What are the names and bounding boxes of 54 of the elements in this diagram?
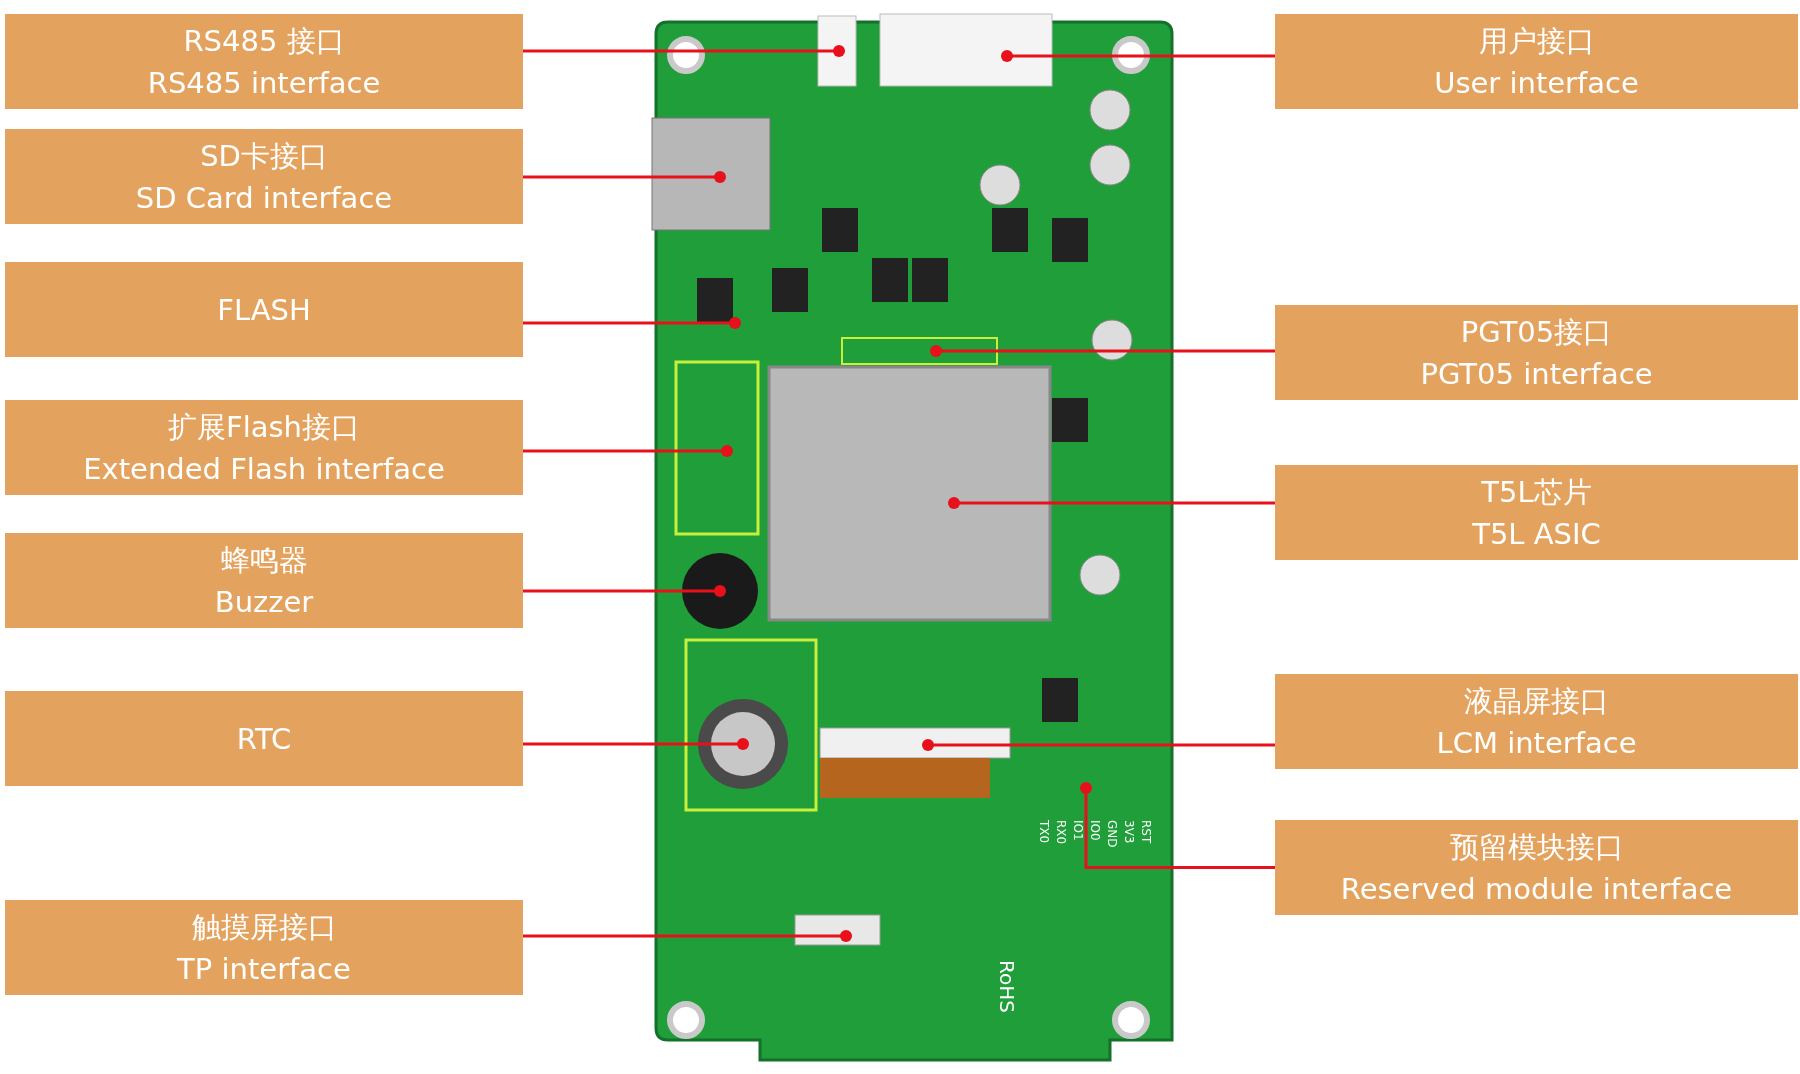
callout-text: PGT05接口 [1460,313,1613,351]
callout-box [1275,674,1798,769]
callout-text: T5L ASIC [1472,515,1601,553]
callout-text: 液晶屏接口 [1464,682,1609,720]
callout-text: User interface [1434,64,1639,102]
leader-line [1001,50,1275,62]
callout-box [5,900,523,995]
callout-box [1275,305,1798,400]
leader-line [523,738,749,750]
leader-line [523,171,726,183]
callout-text: Reserved module interface [1340,870,1733,908]
callout-text: Extended Flash interface [83,450,445,488]
leader-line [523,585,726,597]
leader-line [523,930,852,942]
silkscreen-label: RoHS [995,960,1019,1013]
callout-text: Buzzer [214,583,314,621]
pin-label: TX0 [1037,820,1051,844]
leader-line [930,345,1275,357]
callout-text: RS485 interface [147,64,381,102]
callout-text: RS485 接口 [183,22,345,60]
callout-box [5,400,523,495]
leader-line [922,739,1275,751]
callout-text: T5L芯片 [1481,473,1592,511]
callout-text: 用户接口 [1478,22,1595,60]
pin-label: RX0 [1054,820,1068,845]
callout-box [5,14,523,109]
leader-line [948,497,1275,509]
callout-text: 触摸屏接口 [191,908,337,946]
callout-text: 扩展Flash接口 [168,408,360,446]
leader-line [523,317,741,329]
callout-text: PGT05 interface [1420,355,1653,393]
callout-text: 预留模块接口 [1449,828,1624,866]
callout-box [1275,14,1798,109]
callout-box [5,129,523,224]
leader-line [1080,782,1275,869]
callout-text: TP interface [177,950,351,988]
callout-box [5,262,523,357]
leader-line [523,445,733,457]
callout-box [5,691,523,786]
callout-text: 蜂鸣器 [220,541,308,579]
leader-line [523,45,845,57]
pin-label: RST [1139,820,1153,844]
pin-label: IO1 [1071,820,1085,841]
pin-label: 3V3 [1122,820,1136,844]
callout-text: LCM interface [1436,724,1637,762]
callout-box [1275,820,1798,915]
callout-box [5,533,523,628]
callout-text: SD Card interface [135,179,393,217]
pin-label: GND [1105,820,1119,848]
callout-box [1275,465,1798,560]
callout-text: SD卡接口 [200,137,328,175]
callout-text: RTC [236,720,292,758]
pin-label: IO0 [1088,820,1102,841]
callout-text: FLASH [217,291,311,329]
